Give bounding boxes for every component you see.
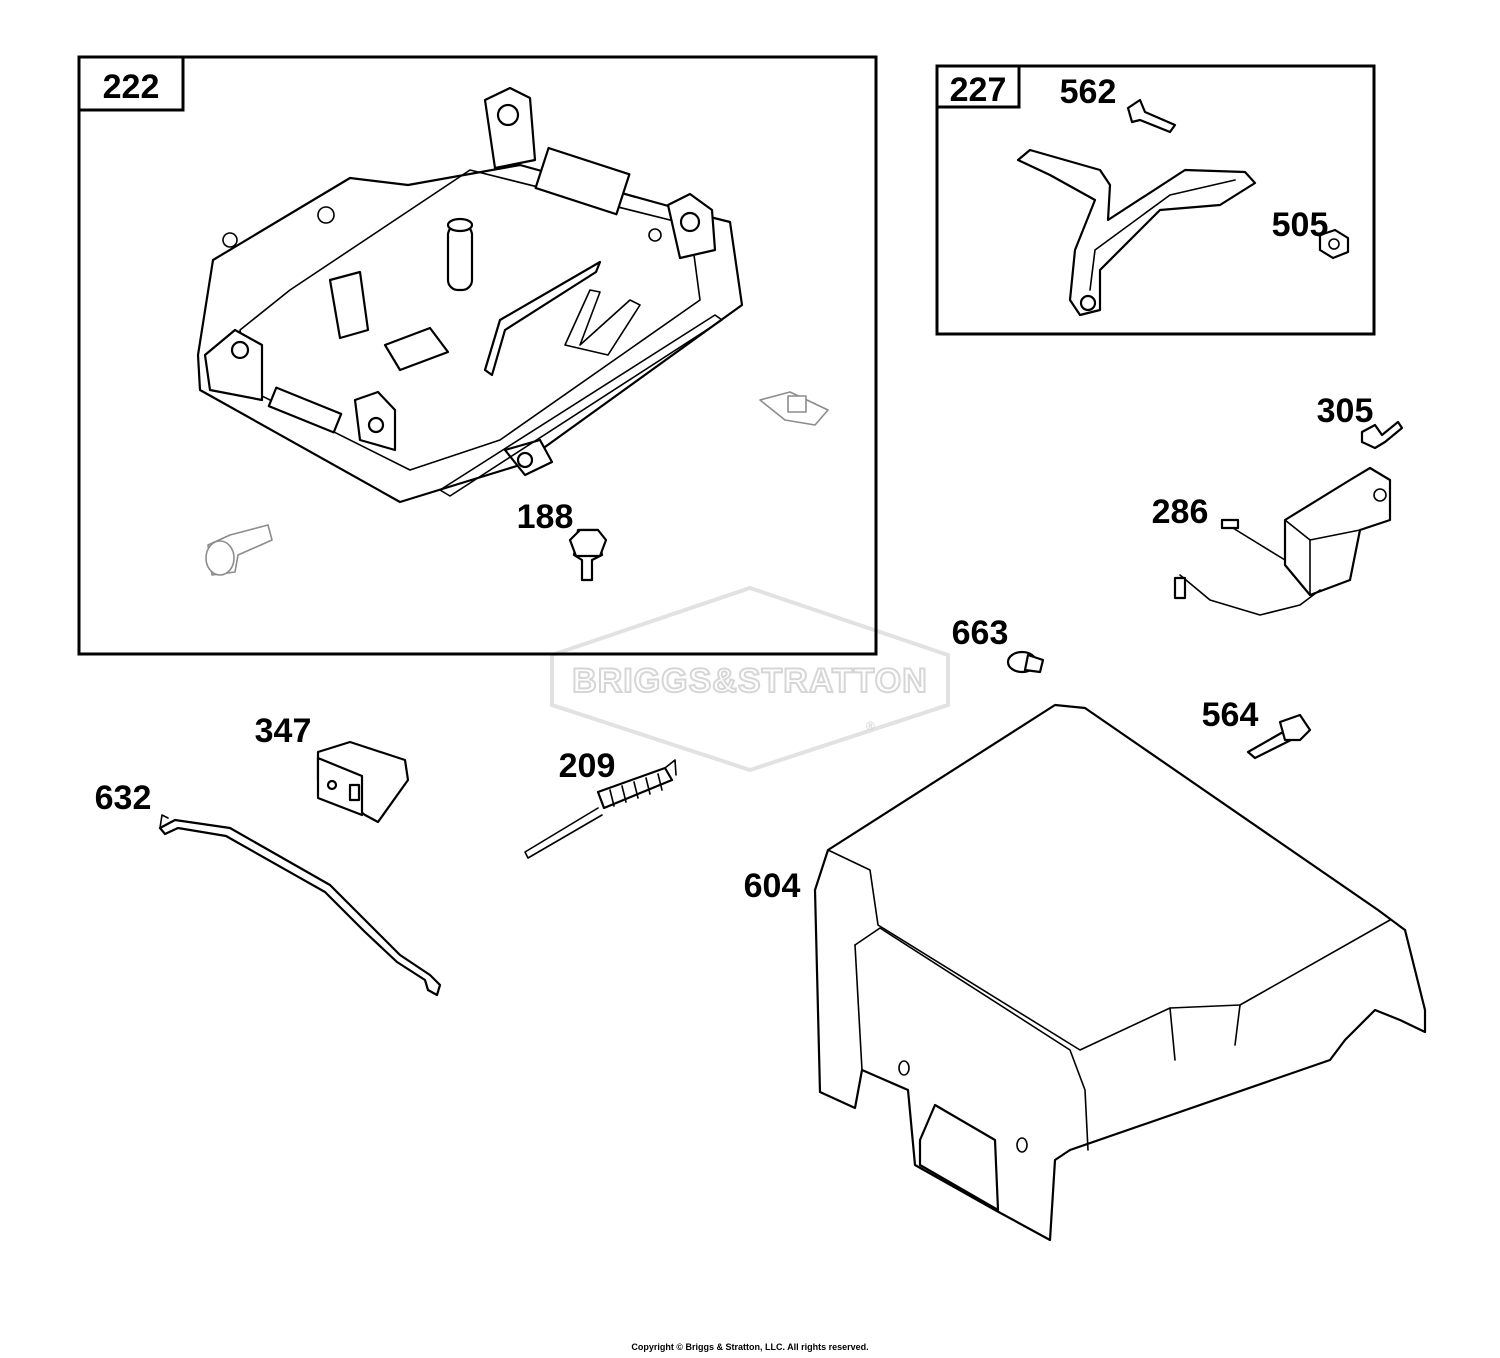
governor-lever-part xyxy=(1016,148,1257,317)
callout-632: 632 xyxy=(95,779,152,817)
pin-562-part xyxy=(1126,98,1177,134)
callout-286: 286 xyxy=(1152,493,1209,531)
callout-604: 604 xyxy=(744,867,801,905)
group-227-frame xyxy=(935,64,1376,336)
screw-564-part xyxy=(1246,713,1312,760)
group-227: 227 562 505 xyxy=(935,64,1376,336)
brand-watermark: BRIGGS&STRATTON ® xyxy=(550,585,950,773)
nut-505-part xyxy=(1318,228,1350,260)
bolt-188-part xyxy=(568,528,608,582)
grommet-663-part xyxy=(1006,650,1045,674)
module-286-part xyxy=(1173,466,1392,616)
callout-209: 209 xyxy=(559,747,616,785)
callout-505: 505 xyxy=(1272,206,1329,244)
mounting-tray-part xyxy=(196,86,744,504)
ghost-clip-part xyxy=(759,391,829,426)
callout-564: 564 xyxy=(1202,696,1259,734)
callout-222: 222 xyxy=(103,68,160,106)
rod-632-part xyxy=(158,814,442,997)
callout-188: 188 xyxy=(517,498,574,536)
group-222-label-box xyxy=(77,55,185,112)
screw-305-part xyxy=(1360,420,1404,450)
spring-209-part xyxy=(524,759,677,859)
group-222: 222 xyxy=(77,55,878,656)
group-222-frame xyxy=(77,55,878,656)
copyright-notice: Copyright © Briggs & Stratton, LLC. All … xyxy=(631,1342,869,1352)
group-227-label-box xyxy=(935,64,1021,109)
callout-562: 562 xyxy=(1060,73,1117,111)
watermark-registered-mark: ® xyxy=(866,719,875,733)
callout-227: 227 xyxy=(950,71,1007,109)
callout-347: 347 xyxy=(255,712,312,750)
watermark-text: BRIGGS&STRATTON xyxy=(572,662,928,700)
callout-663: 663 xyxy=(952,614,1009,652)
ghost-bolt-part xyxy=(205,524,273,576)
switch-347-part xyxy=(316,740,410,824)
cover-604-part xyxy=(813,703,1427,1242)
callout-305: 305 xyxy=(1317,392,1374,430)
